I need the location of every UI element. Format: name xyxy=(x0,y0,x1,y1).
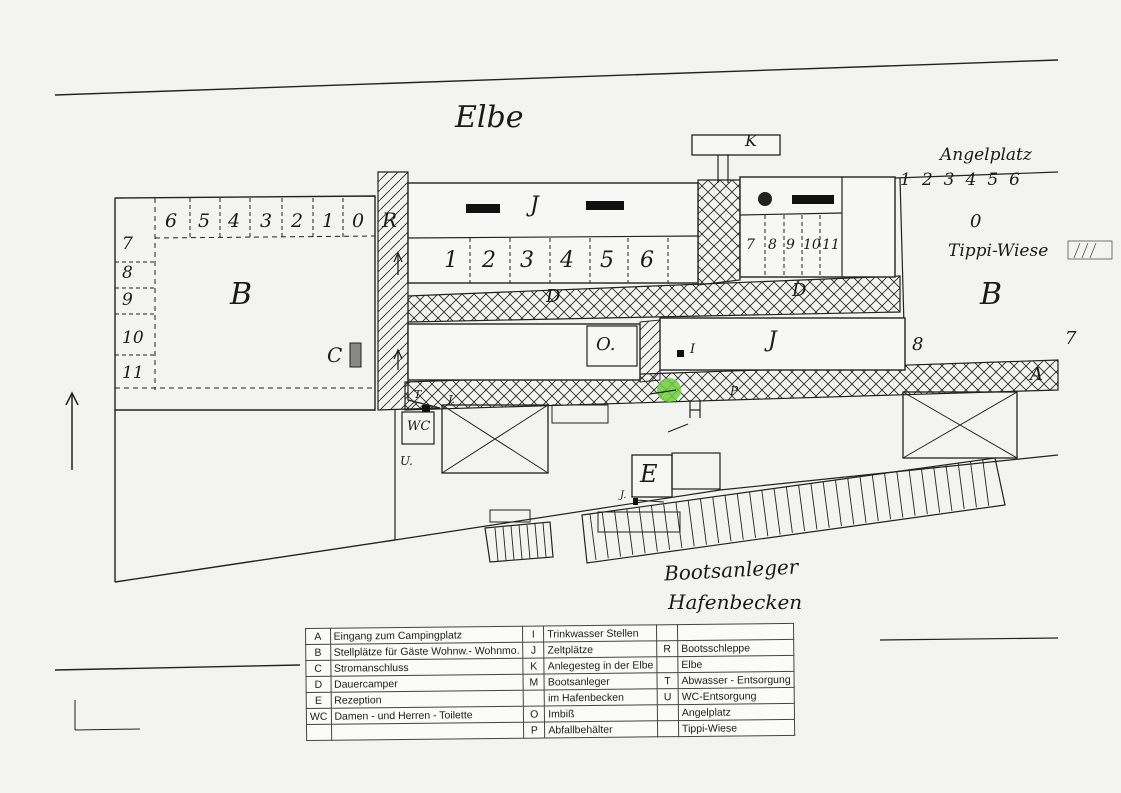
plot-top-left-0: 0 xyxy=(352,210,365,232)
plot-center-3: 3 xyxy=(520,248,534,273)
zone-j-bottom-label: J. xyxy=(620,490,627,501)
legend-key: J xyxy=(522,641,545,659)
legend-description: Tippi-Wiese xyxy=(678,719,795,737)
legend-key xyxy=(657,720,679,737)
angelplatz-spot-4: 4 xyxy=(965,170,978,190)
zone-o-label: O. xyxy=(596,334,616,355)
plot-top-left-5: 5 xyxy=(198,210,211,232)
wc-label: WC xyxy=(407,419,431,434)
legend-description: Abwasser - Entsorgung xyxy=(677,671,795,689)
zone-d-right-label: D xyxy=(792,280,807,301)
legend-key: O xyxy=(523,705,545,723)
angelplatz-label: Angelplatz xyxy=(940,145,1032,165)
zone-k-label: K xyxy=(745,131,757,150)
legend-key: K xyxy=(523,657,545,675)
zone-b-right-label: B xyxy=(980,277,1003,312)
zone-j-small-label: J. xyxy=(448,393,456,406)
plot-left-8: 8 xyxy=(122,263,133,283)
zone-t-label: T xyxy=(414,388,422,401)
plot-left-7: 7 xyxy=(122,234,133,254)
plot-right-10: 10 xyxy=(803,237,821,253)
plot-top-left-2: 2 xyxy=(291,210,304,232)
angelplatz-spot-6: 6 xyxy=(1009,170,1021,190)
plot-right-11: 11 xyxy=(822,237,840,253)
angelplatz-spot-1: 1 xyxy=(900,170,912,190)
legend-description xyxy=(331,722,524,741)
zone-j-middle-label: J xyxy=(768,328,777,353)
angelplatz-spot-5: 5 xyxy=(987,170,1000,190)
legend-key: A xyxy=(305,628,331,645)
legend-description: Zeltplätze xyxy=(543,640,657,658)
plot-center-2: 2 xyxy=(482,248,496,273)
legend-key xyxy=(656,656,678,673)
legend-description: Elbe xyxy=(677,655,795,673)
legend-key: T xyxy=(656,672,679,689)
legend-key xyxy=(657,704,679,721)
legend-key xyxy=(656,624,678,641)
legend-description: WC-Entsorgung xyxy=(678,687,795,705)
legend-key xyxy=(306,724,332,741)
waste-bin-p-label: P xyxy=(730,384,739,398)
legend-description: Anlegesteg in der Elbe xyxy=(544,656,657,674)
legend-description: Bootsschleppe xyxy=(677,639,794,657)
legend-key: C xyxy=(305,660,331,677)
legend-description: Imbiß xyxy=(544,704,658,722)
plot-left-11: 11 xyxy=(122,363,144,383)
plot-right-7: 7 xyxy=(746,237,755,253)
legend-key: WC xyxy=(306,708,332,725)
angelplatz-spot-2: 2 xyxy=(921,170,934,190)
water-tap-i-label: I xyxy=(690,342,696,357)
legend-key: B xyxy=(305,644,331,661)
legend-key: P xyxy=(523,721,545,739)
legend-key xyxy=(523,689,545,707)
number-8-label: 8 xyxy=(912,334,924,355)
plot-right-8: 8 xyxy=(768,237,777,253)
plot-center-4: 4 xyxy=(560,248,574,273)
legend-description: im Hafenbecken xyxy=(544,688,658,706)
zone-b-left-label: B xyxy=(230,277,253,312)
plot-top-left-3: 3 xyxy=(260,210,273,232)
legend-key: I xyxy=(522,625,544,643)
legend-key: M xyxy=(523,673,545,691)
plot-top-left-1: 1 xyxy=(322,210,335,232)
angelplatz-spot-3: 3 xyxy=(943,170,956,190)
hafenbecken-label: Hafenbecken xyxy=(668,590,803,614)
tippi-wiese-label: Tippi-Wiese xyxy=(948,241,1049,261)
plot-center-6: 6 xyxy=(640,248,654,273)
plot-left-9: 9 xyxy=(122,290,133,310)
plot-center-5: 5 xyxy=(600,248,614,273)
legend-key: D xyxy=(306,676,331,693)
legend-key: U xyxy=(657,688,679,705)
legend-description: Abfallbehälter xyxy=(544,720,658,738)
zone-r-label: R xyxy=(382,208,398,232)
number-7-label: 7 xyxy=(1065,328,1077,349)
legend-description: Angelplatz xyxy=(678,703,795,721)
zone-d-left-label: D xyxy=(546,286,561,307)
river-label-elbe: Elbe xyxy=(455,100,524,135)
legend-key: R xyxy=(656,640,678,657)
green-location-marker xyxy=(657,378,681,402)
plot-right-9: 9 xyxy=(786,237,795,253)
reception-e-label: E xyxy=(640,460,658,488)
legend-description: Trinkwasser Stellen xyxy=(543,624,657,642)
plot-top-left-4: 4 xyxy=(228,210,241,232)
zone-u-label: U. xyxy=(400,454,413,468)
zone-j-top-label: J xyxy=(530,193,539,218)
bootsanleger-label: Bootsanleger xyxy=(663,554,799,586)
plot-center-1: 1 xyxy=(444,248,458,273)
zone-c-label: C xyxy=(327,343,343,367)
legend-description xyxy=(677,623,794,641)
legend-key: E xyxy=(306,692,331,709)
tippi-zero-label: 0 xyxy=(970,211,982,232)
plot-left-10: 10 xyxy=(122,328,144,348)
plot-top-left-6: 6 xyxy=(165,210,178,232)
legend-description: Bootsanleger xyxy=(544,672,658,690)
entrance-a-label: A xyxy=(1030,364,1043,385)
